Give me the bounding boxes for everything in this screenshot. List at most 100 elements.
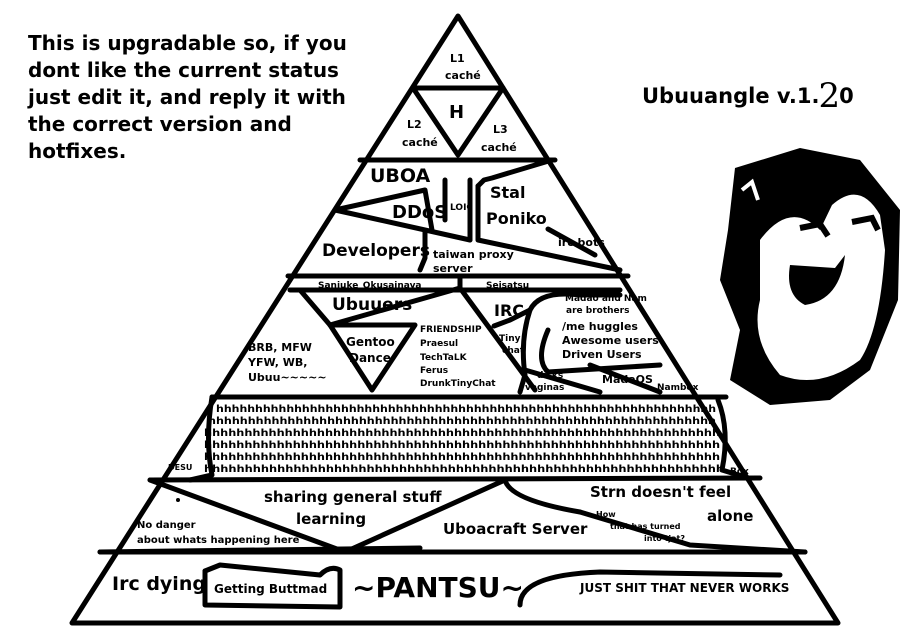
version-suffix: 0: [839, 84, 854, 108]
seisatsu-label: Seisatsu: [486, 281, 529, 291]
huggles-3: Driven Users: [562, 348, 642, 361]
gentoo-line-1: Gentoo: [346, 335, 395, 349]
buttmad-label: Getting Buttmad: [214, 582, 327, 596]
irc-bots-label: irc bots: [558, 236, 605, 249]
madaos-line: [587, 362, 663, 395]
intro-text: This is upgradable so, if you dont like …: [28, 31, 347, 163]
l3-label: L3: [493, 123, 508, 136]
no-danger-2: about whats happening here: [137, 535, 300, 546]
no-danger-1: No danger: [137, 520, 196, 531]
sharing-1: sharing general stuff: [264, 488, 442, 506]
irc-dying-label: Irc dying: [112, 573, 206, 595]
how-1: How: [596, 510, 616, 519]
nambox-label: Nambox: [657, 383, 699, 393]
stal-label: Stal: [490, 183, 525, 202]
pantsu-label: ~PANTSU~: [352, 571, 524, 604]
face-mouth: [789, 255, 845, 305]
l1-cache: caché: [445, 69, 481, 82]
tier-three: Saniuke_Okusainaya Seisatsu Ubuuers BRB,…: [247, 281, 699, 393]
h-triangle: [410, 85, 506, 158]
huggles-1: /me huggles: [562, 320, 638, 333]
taiwan-label-2: server: [433, 262, 473, 275]
brb-line-1: BRB, MFW: [248, 341, 312, 354]
h-row: hhhhhhhhhhhhhhhhhhhhhhhhhhhhhhhhhhhhhhhh…: [216, 404, 716, 415]
h-row: hhhhhhhhhhhhhhhhhhhhhhhhhhhhhhhhhhhhhhhh…: [208, 416, 716, 427]
huggles-2: Awesome users: [562, 334, 659, 347]
face-eye-left: [799, 220, 831, 238]
ddos-top-line: [332, 187, 435, 233]
irc-line: [491, 307, 533, 329]
strn-2: alone: [707, 507, 753, 525]
box-label: Box: [730, 467, 749, 477]
h-box-right: [715, 397, 751, 481]
irc-bots-line: [545, 226, 598, 258]
desu-label: DESU: [168, 463, 192, 472]
top-tier: L1 caché H L2 caché L3 caché: [402, 52, 517, 154]
vaginas-label: vaginas: [525, 383, 564, 393]
version-prefix: Ubuuangle v.1.: [642, 84, 820, 108]
dicks-label: dicks: [537, 371, 563, 381]
tiny-chat-2: chat: [502, 346, 525, 356]
stal-divider: [475, 157, 555, 189]
face-eye-right: [851, 214, 881, 232]
poniko-label: Poniko: [486, 209, 547, 228]
h-row: hhhhhhhhhhhhhhhhhhhhhhhhhhhhhhhhhhhhhhhh…: [204, 428, 720, 439]
madao-curve: [527, 291, 623, 313]
taiwan-label-1: taiwan proxy: [433, 248, 514, 261]
gentoo-line-2: Dance: [349, 351, 391, 365]
tier4-bottom-line: [147, 475, 763, 483]
h-row: hhhhhhhhhhhhhhhhhhhhhhhhhhhhhhhhhhhhhhhh…: [204, 464, 724, 475]
friendship-5: DrunkTinyChat: [420, 379, 496, 389]
how-2: that has turned: [610, 522, 681, 531]
buttmad-top: [202, 562, 323, 578]
developers-label: Developers: [322, 241, 430, 261]
tiny-chat-line: [517, 307, 533, 395]
ddos-bottom-line: [332, 207, 473, 243]
tier-four: DESU hhhhhhhhhhhhhhhhhhhhhhhhhhhhhhhhhhh…: [168, 404, 749, 477]
sharing-2: learning: [296, 510, 366, 528]
brb-line-2: YFW, WB,: [247, 356, 307, 369]
taiwan-left: [417, 229, 428, 273]
friendship-3: TechTaLK: [420, 353, 468, 363]
tier-two: UBOA DDoS LOIC Stal Poniko Developers ta…: [322, 165, 605, 275]
madao-2: are brothers: [566, 306, 629, 316]
never-works-label: JUST SHIT THAT NEVER WORKS: [579, 581, 789, 595]
strn-1: Strn doesn't feel: [590, 483, 731, 501]
h-box-left: [187, 394, 215, 483]
uboa-label: UBOA: [370, 165, 431, 187]
never-works-curve: [517, 569, 783, 608]
version-title: Ubuuangle v.1.20: [642, 72, 854, 116]
ddos-label: DDoS: [392, 202, 447, 223]
h-label: H: [449, 102, 464, 123]
buttmad-box: [202, 565, 343, 610]
face-hair-highlight: [740, 178, 760, 201]
madao-1: Madao and Nam: [565, 294, 647, 304]
l3-cache: caché: [481, 141, 517, 154]
gentoo-triangle: [327, 322, 418, 393]
friendship-4: Ferus: [420, 366, 448, 376]
friendship-2: Praesul: [420, 339, 458, 349]
stal-bottom-line: [475, 183, 623, 273]
version-scribble: 2: [818, 76, 841, 116]
l2-label: L2: [407, 118, 422, 131]
h-row: hhhhhhhhhhhhhhhhhhhhhhhhhhhhhhhhhhhhhhhh…: [204, 440, 720, 451]
friendship-1: FRIENDSHIP: [420, 325, 482, 335]
ubuuers-outline: [297, 285, 538, 393]
tiny-chat-1: Tiny: [499, 334, 521, 344]
strn-curve: [502, 477, 583, 515]
brb-line-3: Ubuu~~~~~: [248, 371, 327, 384]
l1-label: L1: [450, 52, 465, 65]
uboacraft-label: Uboacraft Server: [443, 520, 588, 538]
dicks-line: [522, 367, 603, 395]
pyramid-lines: [69, 13, 841, 626]
tier-six: Irc dying Getting Buttmad ~PANTSU~ JUST …: [112, 571, 789, 604]
irc-label: IRC: [494, 301, 524, 320]
pixel-face-icon: [720, 148, 900, 405]
h-row: hhhhhhhhhhhhhhhhhhhhhhhhhhhhhhhhhhhhhhhh…: [204, 452, 720, 463]
pyramid-outline: [69, 13, 841, 626]
how-3: into tjat?: [644, 534, 685, 543]
huggles-outline: [539, 327, 663, 375]
l2-cache: caché: [402, 136, 438, 149]
